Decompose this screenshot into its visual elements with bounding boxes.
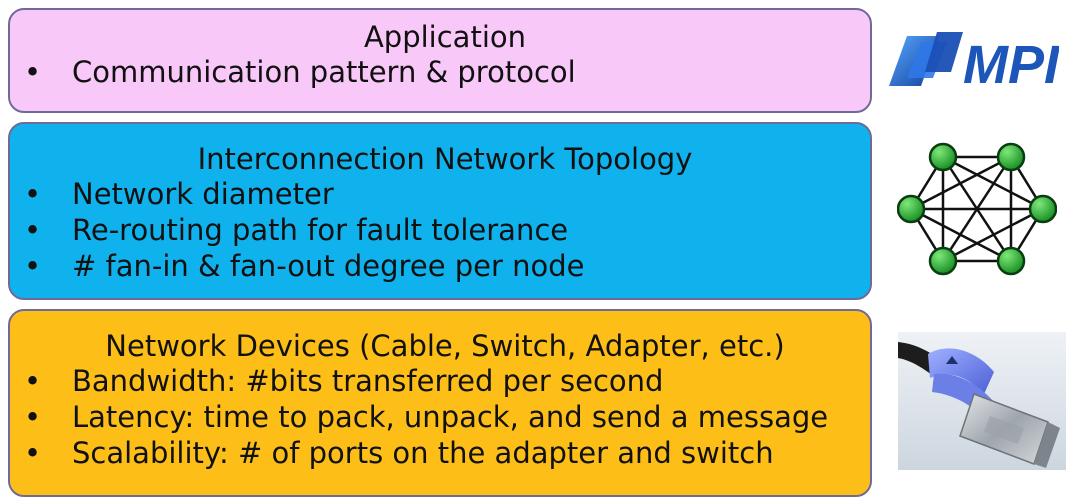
mpi-logo: MPI (885, 28, 1060, 95)
devices-bullet-item: Scalability: # of ports on the adapter a… (24, 435, 870, 471)
topology-layer-box: Interconnection Network Topology Network… (8, 122, 872, 300)
graph-node (928, 246, 958, 276)
application-layer-title: Application (363, 20, 527, 54)
mpi-logo-text: MPI (963, 35, 1059, 90)
graph-node (1028, 194, 1058, 224)
eject-symbol-icon (946, 356, 958, 364)
devices-layer-box: Network Devices (Cable, Switch, Adapter,… (8, 309, 872, 497)
application-bullet-list: Communication pattern & protocol (10, 54, 870, 90)
fully-connected-graph-icon (896, 135, 1058, 283)
graph-edge (942, 207, 1044, 263)
devices-layer-title: Network Devices (Cable, Switch, Adapter,… (105, 329, 785, 363)
devices-bullet-item: Latency: time to pack, unpack, and send … (24, 399, 870, 435)
mpi-logo-stripe (925, 32, 963, 72)
connector-face (1034, 422, 1060, 468)
topology-bullet-list: Network diameter Re-routing path for fau… (10, 176, 870, 284)
topology-layer-title: Interconnection Network Topology (197, 142, 693, 176)
application-bullet-item: Communication pattern & protocol (24, 54, 870, 90)
graph-node (928, 142, 958, 172)
connector-label-area (984, 416, 1024, 444)
graph-node (996, 246, 1026, 276)
graph-node (996, 142, 1026, 172)
topology-bullet-item: Re-routing path for fault tolerance (24, 212, 870, 248)
topology-bullet-item: # fan-in & fan-out degree per node (24, 248, 870, 284)
graph-node (896, 194, 926, 224)
topology-bullet-item: Network diameter (24, 176, 870, 212)
application-layer-box: Application Communication pattern & prot… (8, 8, 872, 113)
graph-edge (910, 155, 1012, 211)
blue-pull-tab (928, 348, 994, 394)
devices-bullet-item: Bandwidth: #bits transferred per second (24, 363, 870, 399)
network-cable-photo (898, 332, 1066, 470)
graph-edge (910, 207, 1012, 263)
devices-bullet-list: Bandwidth: #bits transferred per second … (10, 363, 870, 471)
